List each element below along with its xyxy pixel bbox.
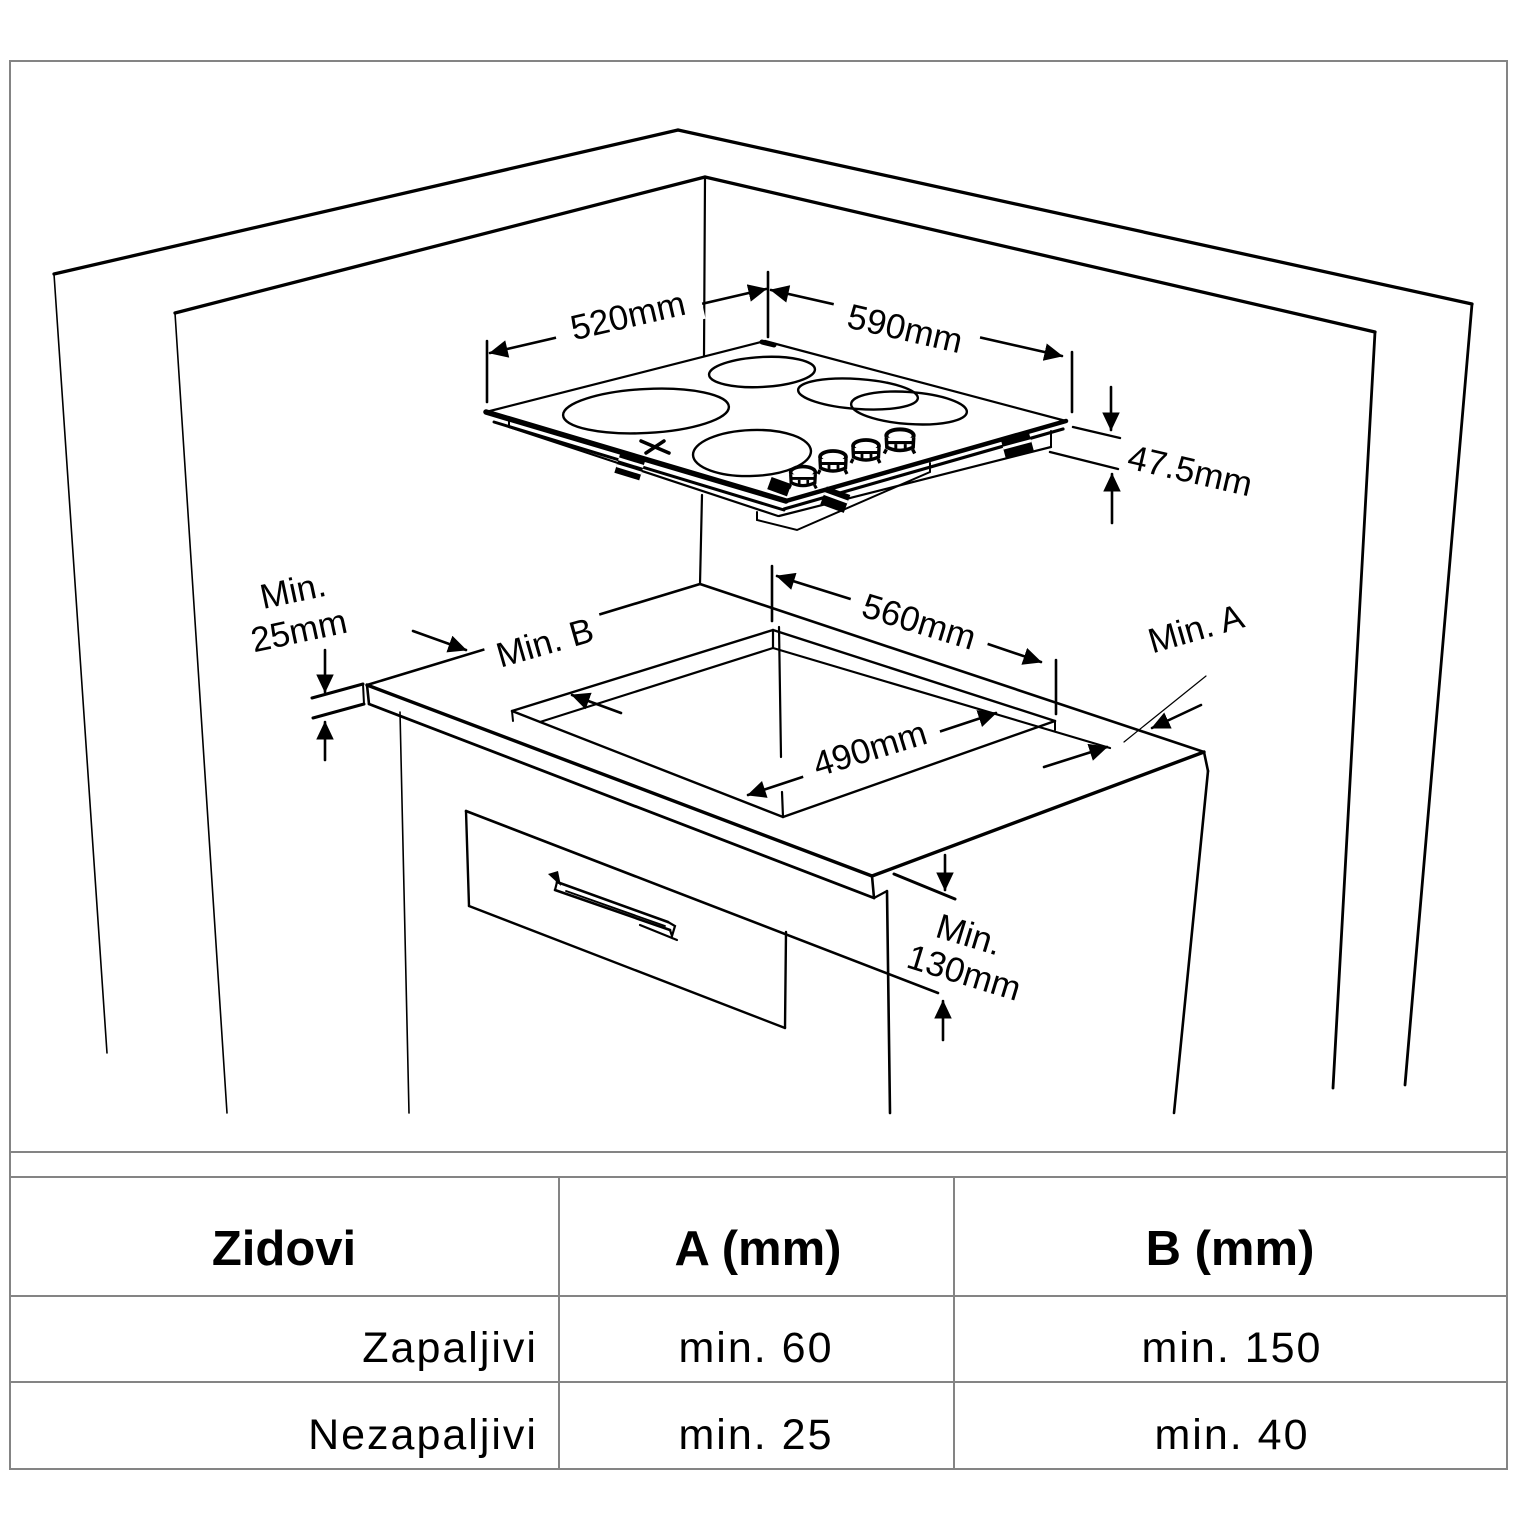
svg-text:560mm: 560mm bbox=[857, 586, 980, 657]
svg-text:min. 150: min. 150 bbox=[1142, 1324, 1323, 1372]
svg-text:Zapaljivi: Zapaljivi bbox=[362, 1324, 538, 1372]
svg-text:Min. A: Min. A bbox=[1144, 597, 1249, 661]
svg-text:Min. B: Min. B bbox=[492, 611, 598, 676]
svg-text:47.5mm: 47.5mm bbox=[1124, 438, 1256, 504]
svg-text:520mm: 520mm bbox=[567, 284, 690, 348]
svg-text:B (mm): B (mm) bbox=[1146, 1222, 1315, 1276]
svg-text:A (mm): A (mm) bbox=[675, 1222, 842, 1276]
svg-text:min. 25: min. 25 bbox=[678, 1411, 833, 1459]
svg-text:min. 60: min. 60 bbox=[678, 1324, 833, 1372]
svg-text:490mm: 490mm bbox=[808, 713, 931, 784]
svg-text:min. 40: min. 40 bbox=[1154, 1411, 1309, 1459]
svg-text:590mm: 590mm bbox=[844, 297, 967, 361]
svg-text:Zidovi: Zidovi bbox=[212, 1222, 356, 1276]
svg-text:Nezapaljivi: Nezapaljivi bbox=[308, 1411, 538, 1459]
